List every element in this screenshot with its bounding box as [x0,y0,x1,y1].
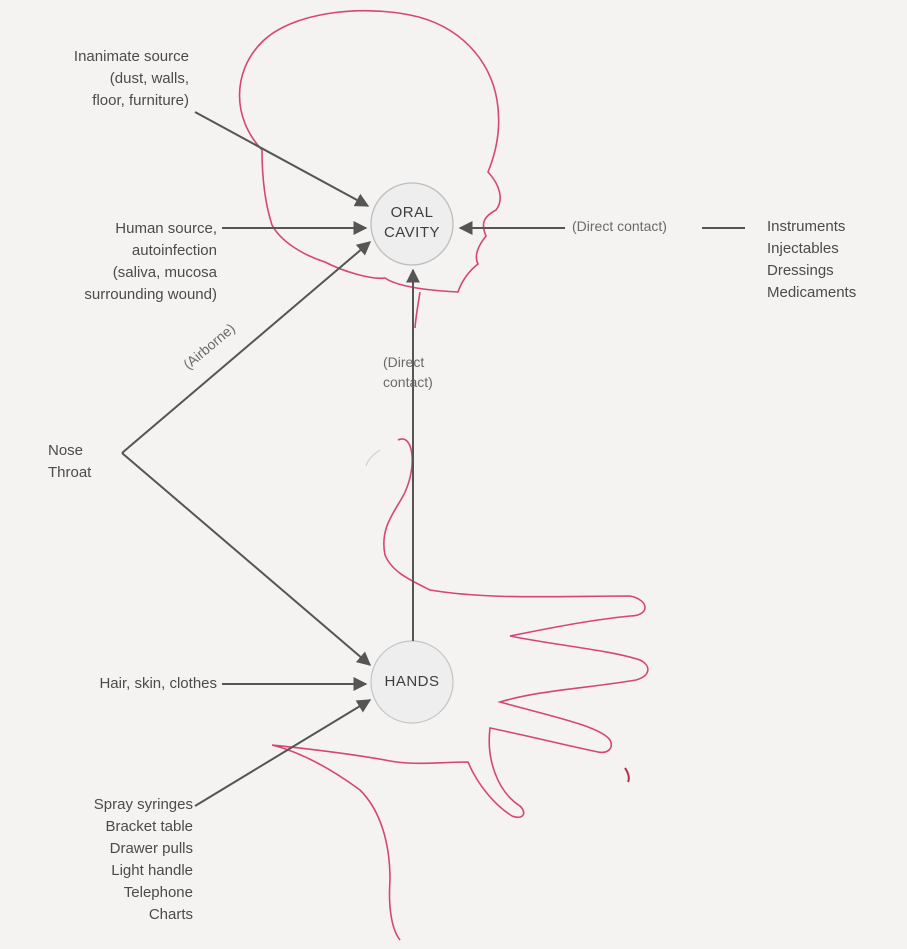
human-line-1: Human source, [84,218,217,240]
direct-contact-right-label: (Direct contact) [572,218,667,234]
human-line-3: (saliva, mucosa [84,262,217,284]
equipment-line-6: Charts [94,904,193,926]
nose-line: Nose [48,440,91,462]
instruments-line-4: Medicaments [767,282,856,304]
hair-skin-clothes-label: Hair, skin, clothes [99,673,217,695]
equipment-line-4: Light handle [94,860,193,882]
pinky-accent [625,768,629,782]
arrow-inanimate [195,112,368,206]
hand-small-stroke [366,450,380,466]
neck-line [415,292,420,328]
equipment-line-5: Telephone [94,882,193,904]
human-line-4: surrounding wound) [84,284,217,306]
direct-contact-line-1: (Direct [383,352,433,372]
instruments-line-2: Injectables [767,238,856,260]
nose-throat-label: Nose Throat [48,440,91,484]
instruments-line-1: Instruments [767,216,856,238]
oral-cavity-label: ORAL CAVITY [372,203,452,243]
inanimate-line-1: Inanimate source [74,46,189,68]
throat-line: Throat [48,462,91,484]
inanimate-line-2: (dust, walls, [74,68,189,90]
human-source-label: Human source, autoinfection (saliva, muc… [84,218,217,306]
instruments-line-3: Dressings [767,260,856,282]
equipment-label: Spray syringes Bracket table Drawer pull… [94,794,193,926]
equipment-line-2: Bracket table [94,816,193,838]
arrow-nose-to-hands [122,453,370,665]
oral-cavity-line-1: ORAL [372,203,452,223]
hands-label: HANDS [372,672,452,692]
direct-contact-vertical-label: (Direct contact) [383,352,433,392]
equipment-line-3: Drawer pulls [94,838,193,860]
head-outline [240,11,501,292]
inanimate-line-3: floor, furniture) [74,90,189,112]
human-line-2: autoinfection [84,240,217,262]
hand-outline [272,439,648,940]
equipment-line-1: Spray syringes [94,794,193,816]
direct-contact-line-2: contact) [383,372,433,392]
oral-cavity-line-2: CAVITY [372,223,452,243]
inanimate-source-label: Inanimate source (dust, walls, floor, fu… [74,46,189,112]
instruments-label: Instruments Injectables Dressings Medica… [767,216,856,304]
